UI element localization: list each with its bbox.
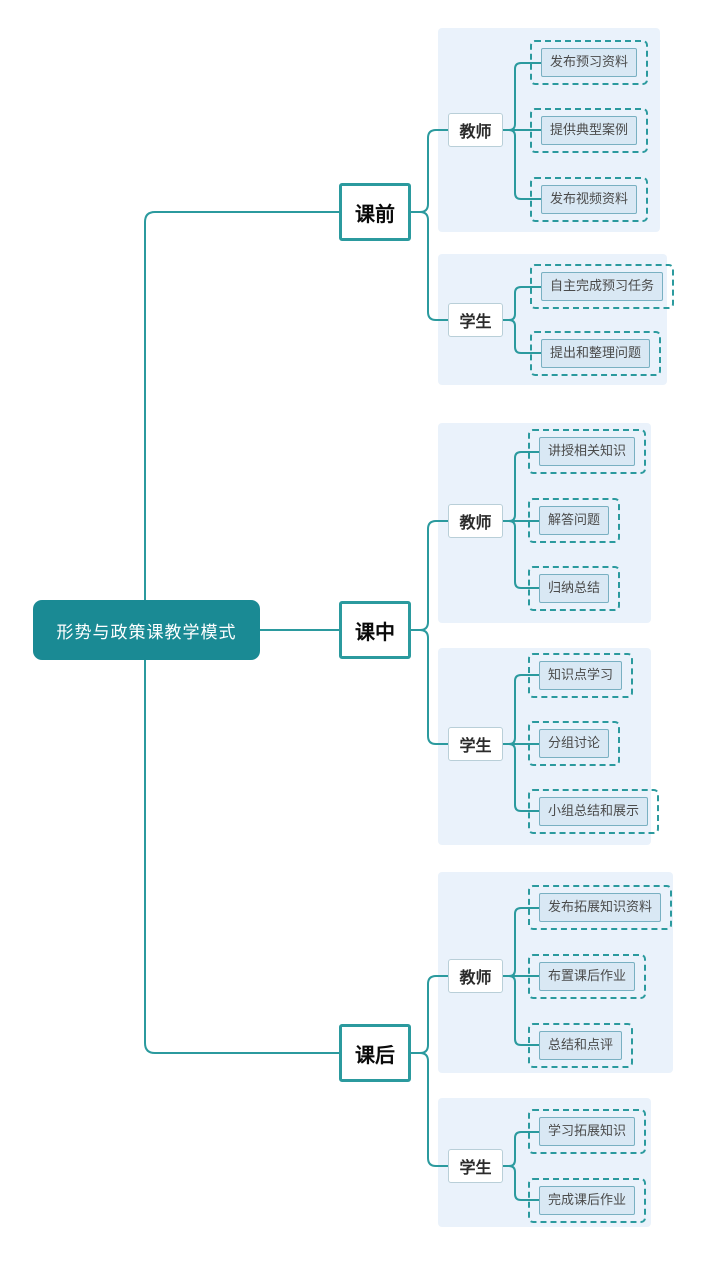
leaf-node[interactable]: 知识点学习 — [528, 653, 634, 698]
leaf-label: 知识点学习 — [539, 661, 623, 690]
role-pre-teacher[interactable]: 教师 — [448, 113, 503, 147]
branch-label: 课前 — [355, 203, 395, 226]
role-label: 学生 — [459, 314, 492, 331]
leaf-label: 解答问题 — [539, 506, 610, 535]
role-in-student[interactable]: 学生 — [448, 727, 503, 761]
branch-label: 课中 — [355, 621, 395, 644]
branch-in-class[interactable]: 课中 — [339, 601, 411, 659]
leaf-label: 学习拓展知识 — [539, 1117, 636, 1146]
leaf-label: 发布拓展知识资料 — [539, 893, 662, 922]
leaf-node[interactable]: 提出和整理问题 — [530, 331, 662, 376]
role-label: 教师 — [459, 124, 492, 141]
leaf-node[interactable]: 布置课后作业 — [528, 954, 647, 999]
leaf-node[interactable]: 完成课后作业 — [528, 1178, 647, 1223]
leaf-label: 提出和整理问题 — [541, 339, 651, 368]
leaf-label: 总结和点评 — [539, 1031, 623, 1060]
role-after-student[interactable]: 学生 — [448, 1149, 503, 1183]
role-in-teacher[interactable]: 教师 — [448, 504, 503, 538]
branch-label: 课后 — [355, 1044, 395, 1067]
leaf-node[interactable]: 发布预习资料 — [530, 40, 649, 85]
role-pre-student[interactable]: 学生 — [448, 303, 503, 337]
leaf-node[interactable]: 讲授相关知识 — [528, 429, 647, 474]
leaf-label: 发布视频资料 — [541, 185, 638, 214]
leaf-label: 讲授相关知识 — [539, 437, 636, 466]
leaf-label: 提供典型案例 — [541, 116, 638, 145]
branch-after-class[interactable]: 课后 — [339, 1024, 411, 1082]
leaf-node[interactable]: 提供典型案例 — [530, 108, 649, 153]
leaf-node[interactable]: 总结和点评 — [528, 1023, 634, 1068]
role-after-teacher[interactable]: 教师 — [448, 959, 503, 993]
leaf-node[interactable]: 归纳总结 — [528, 566, 621, 611]
role-label: 教师 — [459, 970, 492, 987]
leaf-label: 完成课后作业 — [539, 1186, 636, 1215]
leaf-label: 自主完成预习任务 — [541, 272, 664, 301]
leaf-label: 发布预习资料 — [541, 48, 638, 77]
branch-pre-class[interactable]: 课前 — [339, 183, 411, 241]
leaf-node[interactable]: 小组总结和展示 — [528, 789, 660, 834]
root-node[interactable]: 形势与政策课教学模式 — [33, 600, 260, 660]
leaf-node[interactable]: 自主完成预习任务 — [530, 264, 675, 309]
leaf-node[interactable]: 发布拓展知识资料 — [528, 885, 673, 930]
leaf-node[interactable]: 发布视频资料 — [530, 177, 649, 222]
root-label: 形势与政策课教学模式 — [56, 622, 237, 642]
leaf-node[interactable]: 学习拓展知识 — [528, 1109, 647, 1154]
leaf-label: 小组总结和展示 — [539, 797, 649, 826]
leaf-node[interactable]: 分组讨论 — [528, 721, 621, 766]
role-label: 学生 — [459, 1160, 492, 1177]
role-label: 教师 — [459, 515, 492, 532]
leaf-label: 归纳总结 — [539, 574, 610, 603]
role-label: 学生 — [459, 738, 492, 755]
leaf-label: 布置课后作业 — [539, 962, 636, 991]
leaf-label: 分组讨论 — [539, 729, 610, 758]
leaf-node[interactable]: 解答问题 — [528, 498, 621, 543]
